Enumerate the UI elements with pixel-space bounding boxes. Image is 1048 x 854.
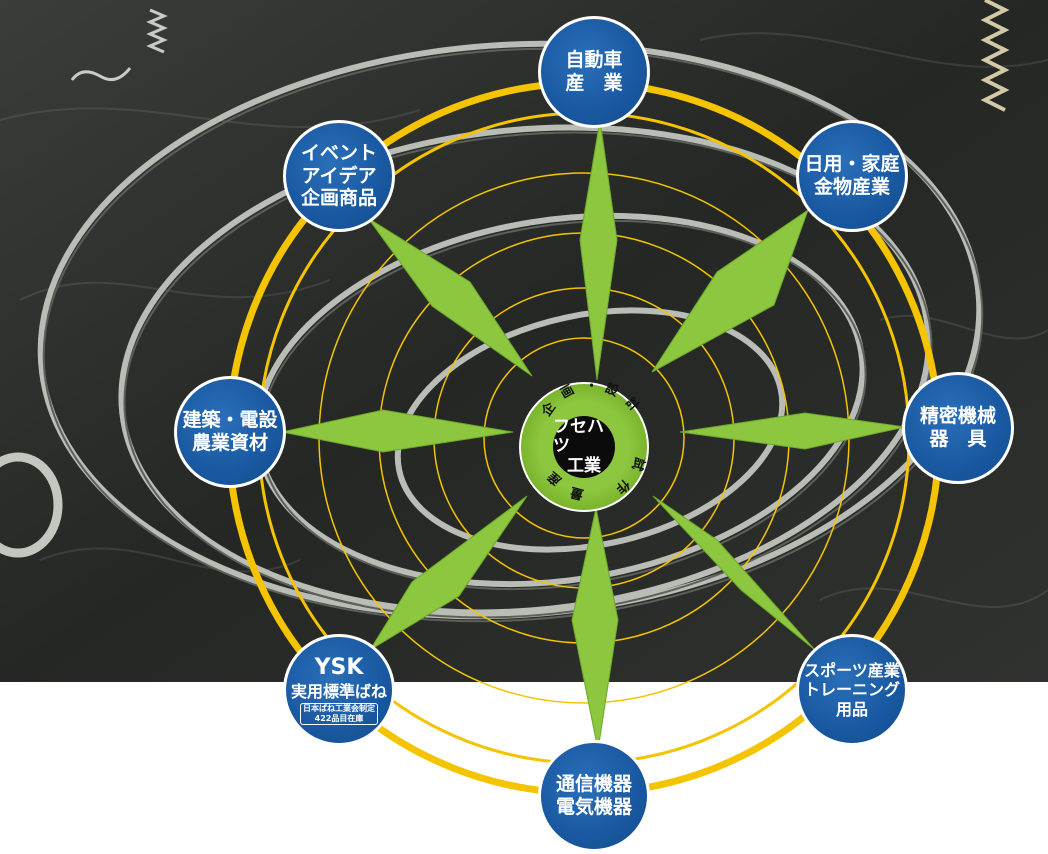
ring-char-dot: ・ bbox=[585, 379, 599, 394]
node-ysk-title: YSK bbox=[314, 655, 364, 681]
node-automotive-line-2: 産 業 bbox=[565, 72, 623, 94]
node-event-line-2: アイデア bbox=[301, 164, 377, 187]
node-telecom-line-1: 通信機器 bbox=[555, 773, 632, 796]
node-ysk-note-1: 日本ばね工業会制定 bbox=[303, 703, 375, 713]
photo-backdrop bbox=[0, 0, 1048, 682]
node-ysk-note-2: 422品目在庫 bbox=[314, 713, 364, 723]
arrow-to-ysk bbox=[369, 495, 528, 651]
node-construction-line-1: 建築・電設 bbox=[182, 409, 278, 432]
node-event: イベント アイデア 企画商品 bbox=[283, 120, 395, 232]
node-sports-line-1: スポーツ産業 bbox=[804, 661, 900, 681]
node-daily-goods: 日用・家庭 金物産業 bbox=[796, 120, 908, 232]
node-daily-goods-line-2: 金物産業 bbox=[813, 176, 890, 198]
node-event-line-1: イベント bbox=[300, 141, 377, 164]
hub-line-2: 工業 bbox=[567, 455, 601, 476]
arrow-to-automotive bbox=[579, 119, 618, 381]
node-telecom-line-2: 電気機器 bbox=[555, 796, 632, 818]
node-sports-line-3: 用品 bbox=[835, 699, 868, 719]
company-hub: フセハツ 工業 bbox=[553, 416, 615, 478]
node-telecom: 通信機器 電気機器 bbox=[538, 740, 650, 852]
node-ysk-note: 日本ばね工業会制定 422品目在庫 bbox=[300, 702, 378, 725]
node-construction-line-2: 農業資材 bbox=[191, 432, 268, 454]
node-sports: スポーツ産業 トレーニング 用品 bbox=[796, 634, 908, 746]
node-daily-goods-line-1: 日用・家庭 bbox=[804, 153, 900, 176]
node-event-line-3: 企画商品 bbox=[300, 187, 377, 210]
arrow-to-precision bbox=[679, 412, 906, 450]
node-automotive: 自動車 産 業 bbox=[538, 16, 650, 128]
node-ysk-line-2: 実用標準ばね bbox=[290, 681, 387, 701]
arrow-to-daily-goods bbox=[651, 208, 809, 373]
arrow-to-sports bbox=[652, 495, 816, 651]
split-ring bbox=[0, 452, 63, 558]
spring-top-right bbox=[980, 0, 1010, 112]
spring-top-left bbox=[70, 8, 168, 82]
node-ysk: YSK 実用標準ばね 日本ばね工業会制定 422品目在庫 bbox=[283, 634, 395, 746]
green-arrows bbox=[281, 119, 906, 751]
node-construction: 建築・電設 農業資材 bbox=[174, 376, 286, 488]
node-precision-line-1: 精密機械 bbox=[919, 405, 996, 428]
node-precision: 精密機械 器 具 bbox=[902, 372, 1014, 484]
arrow-to-event bbox=[367, 217, 533, 377]
node-precision-line-2: 器 具 bbox=[929, 428, 987, 450]
arrow-to-construction bbox=[281, 409, 514, 453]
hub-line-1: フセハツ bbox=[553, 416, 604, 457]
node-automotive-line-1: 自動車 bbox=[565, 49, 623, 72]
node-sports-line-2: トレーニング bbox=[803, 680, 900, 700]
